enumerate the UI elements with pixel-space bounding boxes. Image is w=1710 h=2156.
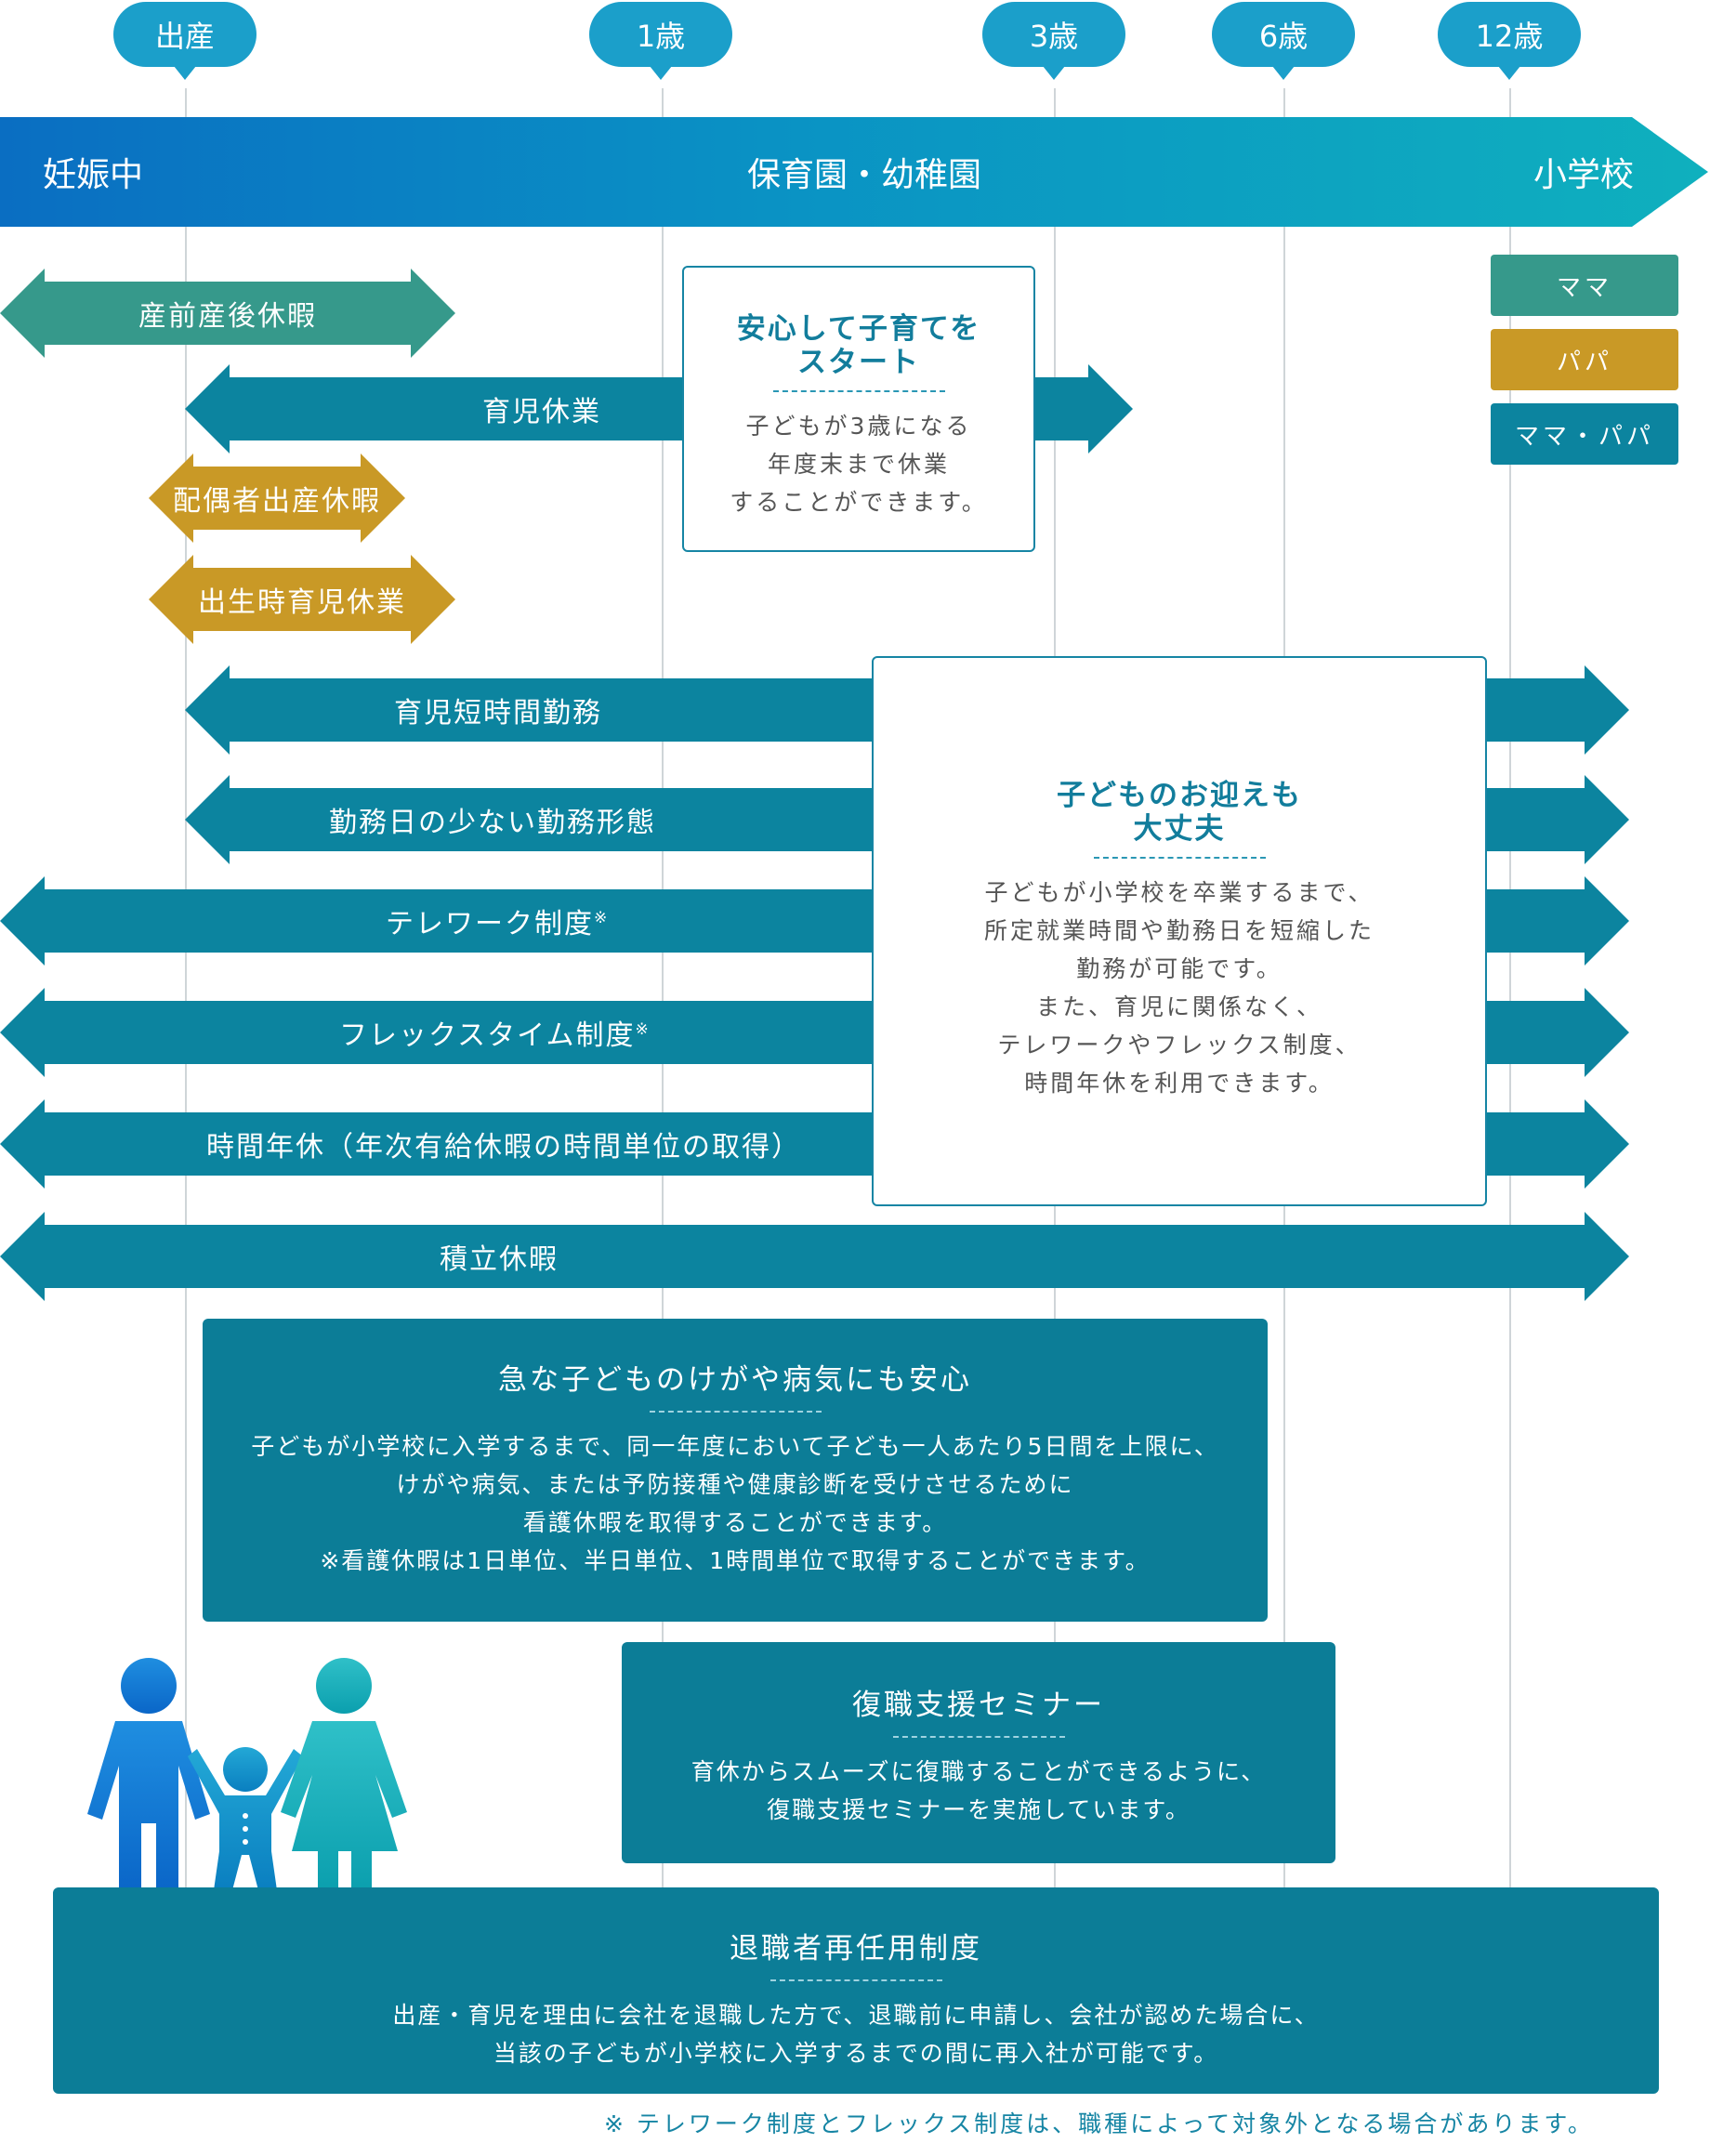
child-icon — [188, 1747, 303, 1890]
panel-sick-divider — [649, 1411, 822, 1413]
milestone-3y: 3歳 — [982, 2, 1125, 80]
callout-childcare-start: 安心して子育てを スタート 子どもが3歳になる 年度末まで休業 することができま… — [682, 266, 1035, 552]
bar-maternity-leave-label: 産前産後休暇 — [138, 300, 317, 333]
callout-start-divider — [772, 390, 945, 392]
callout-pickup-body-3: 勤務が可能です。 — [1076, 955, 1282, 982]
mother-icon — [281, 1658, 407, 1890]
bar-maternity-leave: 産前産後休暇 — [0, 269, 455, 358]
timeline-start-label: 妊娠中 — [43, 156, 144, 194]
bar-telework-mark: ※ — [594, 909, 610, 927]
panel-seminar-body-1: 育休からスムーズに復職することができるように、 — [691, 1758, 1267, 1785]
panel-sick-body-1: 子どもが小学校に入学するまで、同一年度において子ども一人あたり5日間を上限に、 — [251, 1433, 1219, 1460]
panel-rehire-body-2: 当該の子どもが小学校に入学するまでの間に再入社が可能です。 — [493, 2040, 1219, 2067]
milestone-6y: 6歳 — [1212, 2, 1355, 80]
guide-line-1y — [662, 88, 664, 1891]
bar-flextime-text: フレックスタイム制度 — [339, 1019, 636, 1052]
timeline-end-label: 小学校 — [1533, 156, 1635, 194]
callout-start-body-2: 年度末まで休業 — [767, 451, 950, 478]
callout-start-body-3: することができます。 — [730, 489, 988, 516]
callout-pickup: 子どものお迎えも 大丈夫 子どもが小学校を卒業するまで、 所定就業時間や勤務日を… — [872, 656, 1487, 1206]
legend-papa: パパ — [1491, 329, 1678, 390]
milestone-birth: 出産 — [113, 2, 256, 80]
timeline-band: 妊娠中 保育園・幼稚園 小学校 — [0, 117, 1708, 227]
legend-mama-papa: ママ・パパ — [1491, 403, 1678, 465]
bar-flextime-mark: ※ — [635, 1020, 651, 1039]
guide-line-birth — [185, 88, 187, 1891]
bar-postbirth-childcare-leave-label: 出生時育児休業 — [198, 586, 406, 619]
panel-seminar-title: 復職支援セミナー — [852, 1689, 1105, 1722]
bar-short-hours-label: 育児短時間勤務 — [394, 697, 602, 730]
panel-rehire-system: 退職者再任用制度 出産・育児を理由に会社を退職した方で、退職前に申請し、会社が認… — [53, 1887, 1659, 2094]
panel-rehire-title: 退職者再任用制度 — [730, 1932, 982, 1965]
father-icon — [87, 1658, 210, 1890]
guide-line-12y — [1509, 88, 1511, 1891]
callout-pickup-title-2: 大丈夫 — [1133, 812, 1226, 846]
callout-pickup-divider — [1093, 857, 1266, 859]
callout-start-title-1: 安心して子育てを — [736, 312, 981, 346]
family-illustration — [87, 1658, 407, 1890]
timeline-middle-label: 保育園・幼稚園 — [747, 156, 982, 194]
bar-hourly-leave-label: 時間年休（年次有給休暇の時間単位の取得） — [206, 1131, 801, 1163]
legend-mama: ママ — [1491, 255, 1678, 316]
callout-pickup-body-1: 子どもが小学校を卒業するまで、 — [984, 879, 1375, 906]
bar-telework-label: テレワーク制度※ — [386, 901, 609, 941]
bar-fewer-days-label: 勤務日の少ない勤務形態 — [329, 807, 656, 839]
panel-seminar-body-2: 復職支援セミナーを実施しています。 — [767, 1796, 1190, 1823]
bar-flextime-label: フレックスタイム制度※ — [339, 1012, 651, 1053]
footnote: ※ テレワーク制度とフレックス制度は、職種によって対象外となる場合があります。 — [604, 2110, 1594, 2137]
callout-start-title-2: スタート — [797, 346, 920, 379]
bar-postbirth-childcare-leave: 出生時育児休業 — [149, 555, 455, 644]
callout-pickup-body-5: テレワークやフレックス制度、 — [997, 1032, 1361, 1058]
bar-accumulated-leave: 積立休暇 — [0, 1212, 1629, 1301]
callout-pickup-body-6: 時間年休を利用できます。 — [1024, 1070, 1335, 1097]
bar-telework-text: テレワーク制度 — [386, 908, 594, 940]
bar-spouse-birth-leave-label: 配偶者出産休暇 — [173, 485, 381, 518]
panel-sick-body-4: ※看護休暇は1日単位、半日単位、1時間単位で取得することができます。 — [320, 1547, 1151, 1574]
callout-start-body-1: 子どもが3歳になる — [745, 413, 972, 440]
callout-pickup-title-1: 子どものお迎えも — [1057, 779, 1302, 812]
panel-sick-child-leave: 急な子どものけがや病気にも安心 子どもが小学校に入学するまで、同一年度において子… — [203, 1319, 1268, 1622]
milestone-1y: 1歳 — [589, 2, 732, 80]
milestone-12y: 12歳 — [1438, 2, 1581, 80]
bar-accumulated-leave-label: 積立休暇 — [440, 1243, 559, 1276]
callout-pickup-body-4: また、育児に関係なく、 — [1035, 993, 1322, 1020]
panel-return-seminar: 復職支援セミナー 育休からスムーズに復職することができるように、 復職支援セミナ… — [622, 1642, 1335, 1863]
panel-sick-body-2: けがや病気、または予防接種や健康診断を受けさせるために — [396, 1471, 1074, 1498]
bar-childcare-leave-label: 育児休業 — [482, 396, 601, 428]
callout-pickup-body-2: 所定就業時間や勤務日を短縮した — [983, 917, 1375, 944]
panel-rehire-divider — [770, 1979, 942, 1981]
panel-rehire-body-1: 出産・育児を理由に会社を退職した方で、退職前に申請し、会社が認めた場合に、 — [392, 2002, 1320, 2029]
panel-seminar-divider — [892, 1736, 1065, 1738]
panel-sick-body-3: 看護休暇を取得することができます。 — [522, 1509, 948, 1536]
bar-spouse-birth-leave: 配偶者出産休暇 — [149, 454, 405, 543]
panel-sick-title: 急な子どものけがや病気にも安心 — [498, 1363, 972, 1397]
